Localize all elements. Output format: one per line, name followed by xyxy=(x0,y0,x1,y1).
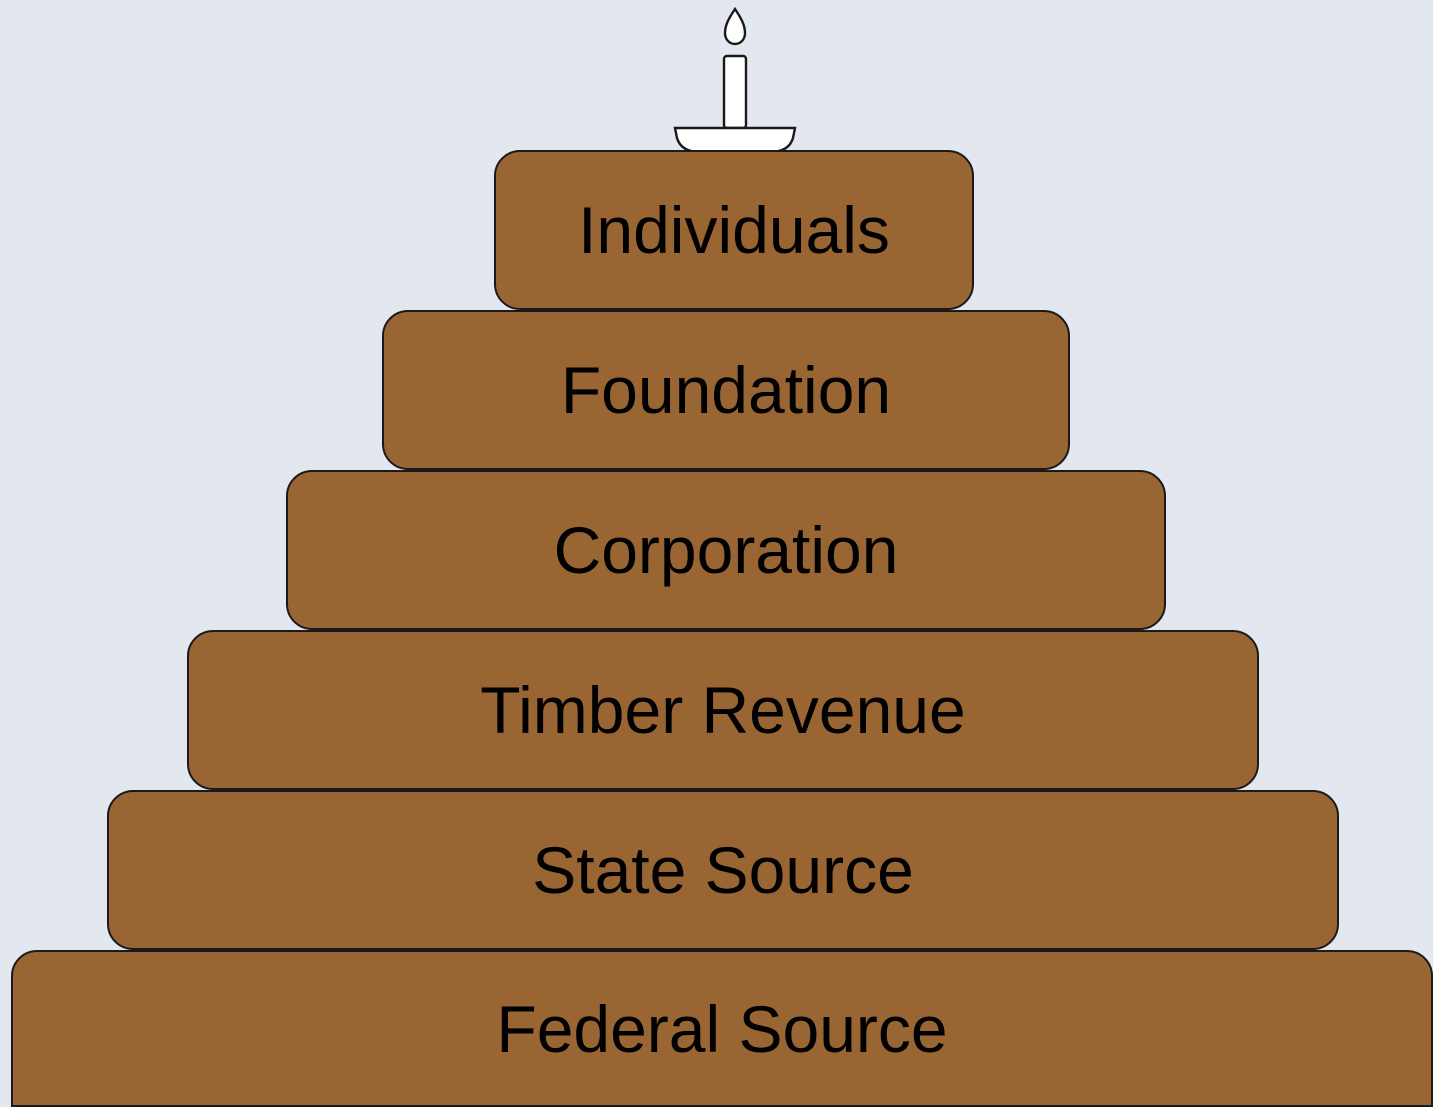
tier-label: Corporation xyxy=(553,513,899,587)
candle-icon xyxy=(673,6,797,154)
tier-label: Timber Revenue xyxy=(480,673,966,747)
tier-timber-revenue: Timber Revenue xyxy=(187,630,1259,790)
tier-corporation: Corporation xyxy=(286,470,1166,630)
tier-federal-source: Federal Source xyxy=(11,950,1433,1107)
candle-stick xyxy=(722,54,748,130)
tier-label: State Source xyxy=(532,833,914,907)
tier-label: Foundation xyxy=(560,353,892,427)
tier-foundation: Foundation xyxy=(382,310,1070,470)
tier-individuals: Individuals xyxy=(494,150,974,310)
tier-state-source: State Source xyxy=(107,790,1339,950)
tier-label: Individuals xyxy=(578,193,890,267)
candle-flame xyxy=(723,6,747,46)
candle-holder xyxy=(673,126,797,154)
tier-label: Federal Source xyxy=(496,991,948,1066)
